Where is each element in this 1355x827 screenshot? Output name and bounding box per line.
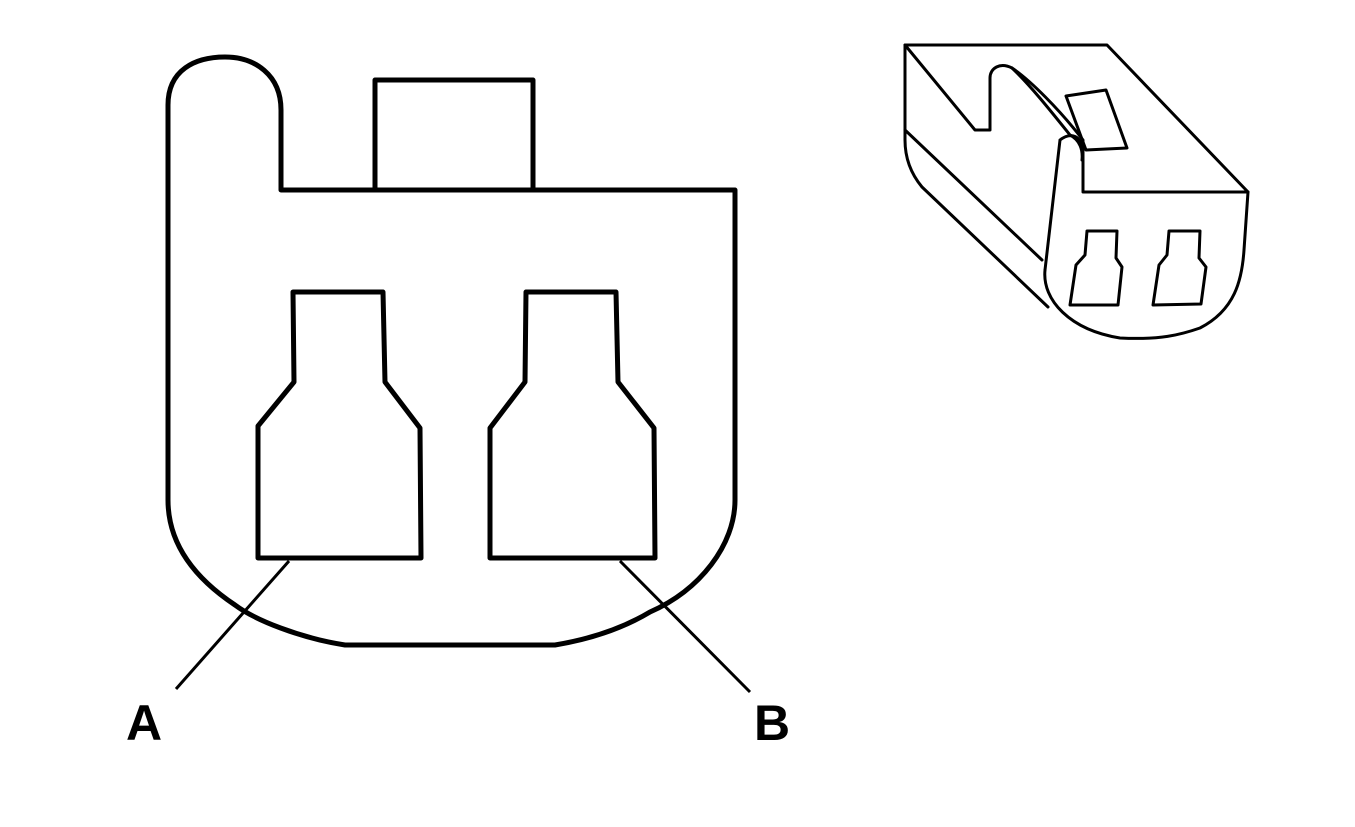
iso-left-edge [903, 128, 1044, 262]
iso-terminal-slot-a [1068, 229, 1124, 307]
iso-left-face [903, 43, 1050, 309]
terminal-label-a: A [126, 695, 162, 751]
leader-line-b [618, 559, 752, 694]
connector-isometric-view [903, 43, 1250, 340]
connector-housing-outline [165, 54, 738, 648]
terminal-cavity-a [255, 289, 424, 561]
iso-latch-ridge-left [1043, 134, 1084, 272]
terminal-label-b: B [754, 695, 790, 751]
iso-terminal-slot-b [1151, 229, 1208, 307]
iso-front-face [1043, 190, 1250, 340]
leader-line-a [174, 560, 291, 690]
connector-face-view: A B [126, 54, 790, 751]
locking-tab [372, 77, 536, 193]
iso-latch-tab [1064, 88, 1129, 152]
iso-top-face [903, 43, 1250, 194]
terminal-cavity-b [487, 289, 658, 561]
